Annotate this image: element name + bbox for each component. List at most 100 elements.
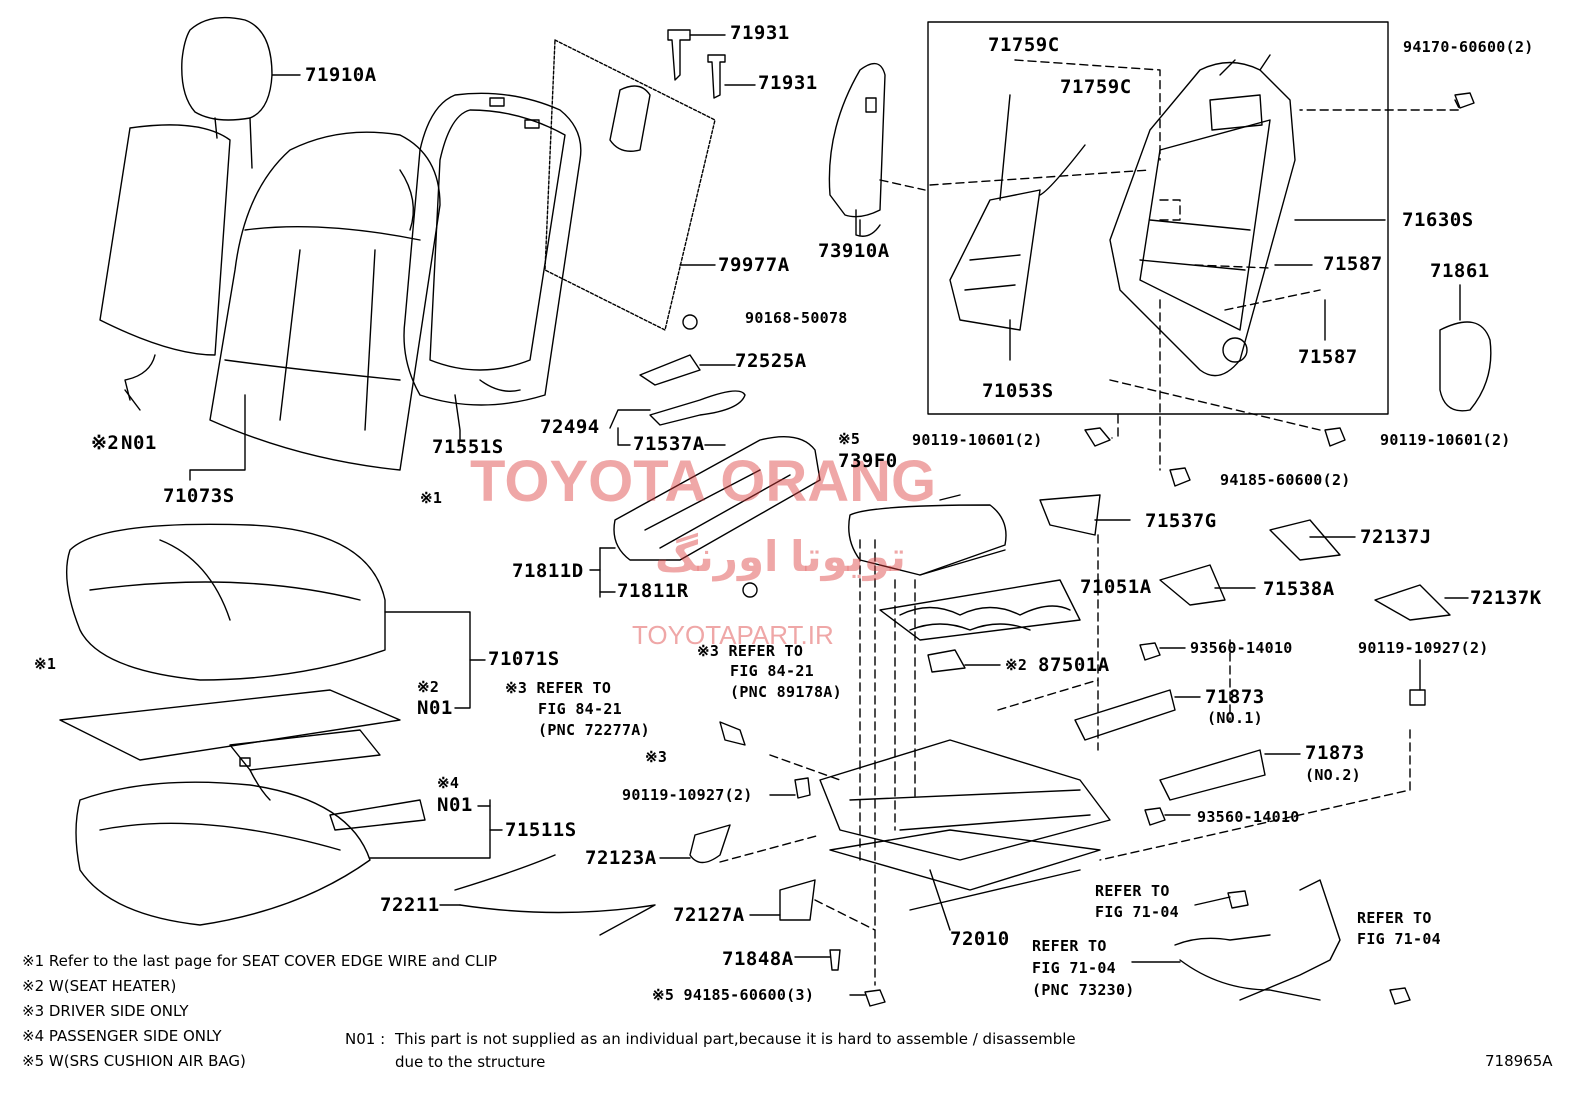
side-airbag-drawing <box>828 62 886 237</box>
part-label-94170-60600: 94170-60600(2) <box>1403 38 1534 56</box>
part-label-87501a: 87501A <box>1038 654 1110 676</box>
refer-label-72277a-line1: ※3 REFER TO <box>505 679 612 697</box>
part-label-90119-10601-a: 90119-10601(2) <box>912 431 1043 449</box>
support-no2-drawing <box>1159 749 1266 801</box>
headrest-drawing <box>181 16 301 169</box>
part-label-71873-no1: 71873 <box>1205 686 1265 708</box>
part-label-72010: 72010 <box>950 928 1010 950</box>
note-marker-x2-b: ※2 <box>417 678 440 696</box>
bracket-71537g-drawing <box>1039 494 1101 536</box>
figure-id: 718965A <box>1485 1052 1553 1070</box>
part-label-71537a: 71537A <box>633 433 705 455</box>
part-label-94185-60600-a: 94185-60600(2) <box>1220 471 1351 489</box>
part-label-n01-c: N01 <box>437 794 473 816</box>
part-label-71910a: 71910A <box>305 64 377 86</box>
part-label-72211: 72211 <box>380 894 440 916</box>
cover-72127a-drawing <box>779 879 816 921</box>
part-label-71511s: 71511S <box>505 819 577 841</box>
part-label-72137j: 72137J <box>1360 526 1432 548</box>
seatback-board-drawing <box>99 124 231 411</box>
part-label-71759c-a: 71759C <box>988 34 1060 56</box>
heater-mat-drawing <box>59 689 401 801</box>
part-label-71551s: 71551S <box>432 436 504 458</box>
note-marker-x1-b: ※1 <box>34 655 57 673</box>
bracket-71538a-drawing <box>1159 564 1226 606</box>
footnote-2: ※2 W(SEAT HEATER) <box>22 977 177 995</box>
note-marker-x4: ※4 <box>437 774 460 792</box>
part-label-71931-top: 71931 <box>730 22 790 44</box>
part-label-90168-50078: 90168-50078 <box>745 309 848 327</box>
part-label-71053s: 71053S <box>982 380 1054 402</box>
support-no1-drawing <box>1074 689 1176 741</box>
part-label-739f0: 739F0 <box>838 450 898 472</box>
part-label-90119-10927-b: 90119-10927(2) <box>622 786 753 804</box>
refer-label-89178a-line1: ※3 REFER TO <box>697 642 804 660</box>
connector-87501a-drawing <box>927 649 966 673</box>
seatback-pad-drawing <box>403 92 582 406</box>
seatback-cover-drawing <box>209 131 441 471</box>
refer-label-b-line2: FIG 71-04 <box>1357 930 1441 948</box>
seat-adjuster-drawing <box>819 739 1111 911</box>
part-label-72127a: 72127A <box>673 904 745 926</box>
bracket-72137k-drawing <box>1374 584 1451 621</box>
part-label-71071s: 71071S <box>488 648 560 670</box>
part-label-71630s: 71630S <box>1402 209 1474 231</box>
note-marker-x5-a: ※5 <box>838 430 861 448</box>
n01-note-line1: This part is not supplied as an individu… <box>395 1030 1076 1048</box>
footnote-5: ※5 W(SRS CUSHION AIR BAG) <box>22 1052 246 1070</box>
refer-label-b-line1: REFER TO <box>1357 909 1432 927</box>
part-label-72525a: 72525A <box>735 350 807 372</box>
part-label-71051a: 71051A <box>1080 576 1152 598</box>
part-label-71861: 71861 <box>1430 260 1490 282</box>
back-board-drawing <box>544 39 716 331</box>
refer-label-73230-line3: (PNC 73230) <box>1032 981 1135 999</box>
fasteners-drawing <box>1084 92 1475 487</box>
clips-drawing <box>667 29 756 99</box>
part-label-71073s: 71073S <box>163 485 235 507</box>
part-label-93560-14010-b: 93560-14010 <box>1197 808 1300 826</box>
note-marker-x2-c: ※2 <box>1005 656 1028 674</box>
part-label-71811d: 71811D <box>512 560 584 582</box>
part-label-71538a: 71538A <box>1263 578 1335 600</box>
note-marker-x2-a: ※2 <box>91 432 120 454</box>
footnote-4: ※4 PASSENGER SIDE ONLY <box>22 1027 222 1045</box>
part-label-n01-a: N01 <box>121 432 157 454</box>
refer-label-72277a-line3: (PNC 72277A) <box>538 721 650 739</box>
cushion-airbag-drawing <box>848 494 1007 576</box>
watermark-arabic: تویوتا اورنگ <box>655 533 906 580</box>
refer-label-72277a-line2: FIG 84-21 <box>538 700 622 718</box>
side-trim-drawing <box>1439 321 1492 412</box>
seat-spring-drawing <box>879 579 1081 641</box>
part-label-72123a: 72123A <box>585 847 657 869</box>
part-label-90119-10927-a: 90119-10927(2) <box>1358 639 1489 657</box>
refer-label-a-line1: REFER TO <box>1095 882 1170 900</box>
part-label-no2: (NO.2) <box>1305 766 1361 784</box>
cover-72123a-drawing <box>689 824 731 864</box>
bracket-72137j-drawing <box>1269 519 1341 561</box>
note-marker-x3: ※3 <box>645 748 668 766</box>
part-label-93560-14010-a: 93560-14010 <box>1190 639 1293 657</box>
harness-drawing <box>1174 879 1341 1001</box>
part-label-94185-60600-b: ※5 94185-60600(3) <box>652 986 815 1004</box>
part-label-71811r: 71811R <box>617 580 689 602</box>
refer-label-73230-line1: REFER TO <box>1032 937 1107 955</box>
part-label-71848a: 71848A <box>722 948 794 970</box>
cushion-pad-drawing <box>75 781 426 926</box>
part-label-73910a: 73910A <box>818 240 890 262</box>
part-label-72494: 72494 <box>540 416 600 438</box>
watermark-title: TOYOTA ORANG <box>470 449 937 514</box>
footnote-3: ※3 DRIVER SIDE ONLY <box>22 1002 189 1020</box>
cushion-cover-drawing <box>66 523 386 681</box>
part-label-71759c-b: 71759C <box>1060 76 1132 98</box>
seatback-frame-drawing <box>1109 54 1296 377</box>
part-label-90119-10601-b: 90119-10601(2) <box>1380 431 1511 449</box>
lumbar-support-drawing <box>949 94 1086 361</box>
part-label-72137k: 72137K <box>1470 587 1542 609</box>
footnote-1: ※1 Refer to the last page for SEAT COVER… <box>22 952 498 970</box>
recliner-cover-drawing <box>613 436 821 598</box>
refer-label-73230-line2: FIG 71-04 <box>1032 959 1116 977</box>
n01-note-line2: due to the structure <box>395 1053 546 1071</box>
part-label-71587-a: 71587 <box>1323 253 1383 275</box>
